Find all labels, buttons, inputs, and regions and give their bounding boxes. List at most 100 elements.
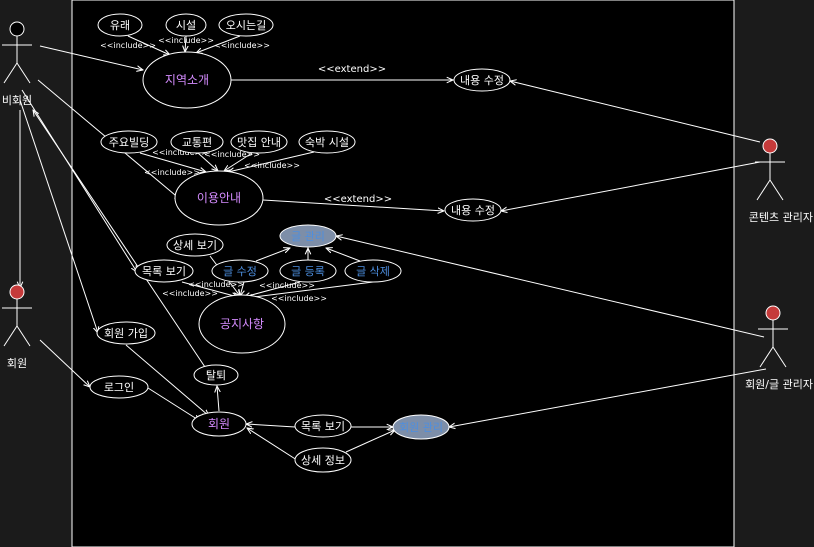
usecase-main_buildings[interactable]: 주요빌딩 (100, 130, 158, 154)
usecase-ellipse (165, 13, 207, 37)
usecase-notice[interactable]: 공지사항 (198, 294, 286, 354)
actor-head-icon (9, 21, 25, 37)
usecase-label: 목록 보기 (142, 265, 186, 278)
usecase-ellipse (211, 259, 269, 283)
usecase-ellipse (218, 13, 274, 37)
usecase-ellipse (166, 233, 224, 257)
usecase-ellipse (97, 13, 143, 37)
usecase-ellipse (100, 130, 158, 154)
usecase-lodging[interactable]: 숙박 시설 (298, 130, 356, 154)
edge-content_admin-to-edit_content_1 (510, 81, 761, 143)
usecase-ellipse (279, 259, 337, 283)
usecase-post_manage[interactable]: 글 관리 (279, 224, 337, 248)
edge-main_buildings-to-usage_guide (139, 152, 206, 172)
actor-content_admin[interactable]: 콘텐츠 관리자 (749, 138, 813, 224)
actor-leg-left (759, 346, 774, 368)
edge-label-main_buildings-to-usage_guide: <<include>> (152, 148, 208, 157)
edge-label-usage_guide-to-edit_content_2: <<extend>> (324, 194, 392, 205)
usecase-ellipse (298, 130, 356, 154)
edge-guest-to-list_view (21, 89, 137, 272)
usecase-post_register[interactable]: 글 등록 (279, 259, 337, 283)
usecase-ellipse (134, 259, 194, 283)
edge-labels-layer: <<include>><<include>><<include>><<exten… (100, 36, 392, 303)
actor-label: 비회원 (2, 94, 32, 107)
usecase-signup[interactable]: 회원 가입 (96, 321, 156, 345)
edge-member-to-login (39, 339, 90, 387)
edge-label-heritage-to-region_intro: <<include>> (100, 41, 156, 50)
edge-label-restaurants-to-usage_guide: <<include>> (244, 161, 300, 170)
usecase-label: 이용안내 (197, 191, 241, 205)
edge-label-region_intro-to-edit_content_1: <<extend>> (318, 64, 386, 75)
edge-guest-to-region_intro (39, 45, 143, 70)
actor-head-icon (9, 284, 25, 300)
usecase-post_delete[interactable]: 글 삭제 (344, 259, 402, 283)
edge-post_delete-to-notice (246, 281, 374, 298)
usecase-edit_content_2[interactable]: 내용 수정 (444, 198, 502, 222)
actor-leg-left (3, 325, 18, 347)
usecase-transport[interactable]: 교통편 (170, 130, 224, 154)
usecase-withdraw[interactable]: 탈퇴 (193, 364, 239, 386)
actor-leg-left (756, 179, 771, 201)
edge-heritage-to-region_intro (127, 35, 170, 55)
usecase-label: 시설 (176, 19, 196, 32)
edge-label-list_view-to-notice: <<include>> (162, 289, 218, 298)
edge-usage_guide-to-edit_content_2 (262, 199, 444, 211)
edge-label-transport-to-usage_guide: <<include>> (204, 150, 260, 159)
usecase-ellipse (193, 364, 239, 386)
usecase-restaurants[interactable]: 맛집 안내 (230, 130, 288, 154)
edge-list_view-to-notice (181, 281, 238, 297)
edge-post_admin-to-post_manage (336, 236, 765, 338)
usecase-usage_guide[interactable]: 이용안내 (174, 170, 264, 226)
usecase-login[interactable]: 로그인 (89, 375, 149, 399)
usecase-label: 공지사항 (220, 317, 264, 331)
usecase-label: 목록 보기 (301, 420, 345, 433)
usecase-post_edit[interactable]: 글 수정 (211, 259, 269, 283)
actor-member[interactable]: 회원 (2, 284, 32, 370)
usecase-ellipse (170, 130, 224, 154)
usecase-label: 글 수정 (223, 265, 257, 278)
actor-leg-right (772, 346, 787, 368)
usecase-member_uc[interactable]: 회원 (191, 411, 247, 437)
usecase-label: 상세 정보 (301, 454, 345, 467)
edge-label-post_delete-to-notice: <<include>> (271, 294, 327, 303)
edge-directions-to-region_intro (196, 35, 241, 53)
actor-leg-right (16, 62, 31, 84)
edge-post_edit-to-notice (240, 281, 244, 296)
usecase-heritage[interactable]: 유래 (97, 13, 143, 37)
actor-leg-left (3, 62, 18, 84)
usecase-member_detail[interactable]: 상세 정보 (294, 447, 352, 473)
actor-post_admin[interactable]: 회원/글 관리자 (745, 305, 813, 391)
edge-post_register-to-notice (244, 281, 301, 297)
usecase-label: 맛집 안내 (237, 136, 281, 149)
edge-label-facilities-to-region_intro: <<include>> (158, 36, 214, 45)
usecase-directions[interactable]: 오시는길 (218, 13, 274, 37)
usecase-ellipse (294, 414, 352, 438)
usecase-detail_view[interactable]: 상세 보기 (166, 233, 224, 257)
usecase-label: 로그인 (104, 381, 134, 394)
actor-head-icon (762, 138, 778, 154)
usecase-label: 회원 가입 (104, 327, 148, 340)
usecase-list_view[interactable]: 목록 보기 (134, 259, 194, 283)
edge-withdraw-to-guest (33, 110, 208, 371)
edge-label-post_register-to-notice: <<include>> (259, 281, 315, 290)
usecase-ellipse (142, 51, 232, 109)
usecase-region_intro[interactable]: 지역소개 (142, 51, 232, 109)
usecase-edit_content_1[interactable]: 내용 수정 (453, 68, 511, 92)
edge-signup-to-member_uc (125, 344, 209, 416)
usecase-member_list_view[interactable]: 목록 보기 (294, 414, 352, 438)
usecase-member_manage[interactable]: 회원 관리 (392, 414, 450, 440)
edge-login-to-member_uc (147, 387, 200, 421)
edge-member_uc-to-withdraw (217, 386, 219, 412)
usecase-ellipse (230, 130, 288, 154)
actor-guest[interactable]: 비회원 (2, 21, 32, 107)
usecase-ellipse (392, 414, 450, 440)
usecase-facilities[interactable]: 시설 (165, 13, 207, 37)
usecase-label: 내용 수정 (451, 204, 495, 217)
edge-post_delete-to-post_manage (326, 248, 361, 262)
edge-content_admin-to-edit_content_2 (501, 161, 761, 211)
edge-label-directions-to-region_intro: <<include>> (214, 41, 270, 50)
edge-post_edit-to-post_manage (255, 248, 290, 262)
actor-label: 회원/글 관리자 (745, 378, 813, 391)
